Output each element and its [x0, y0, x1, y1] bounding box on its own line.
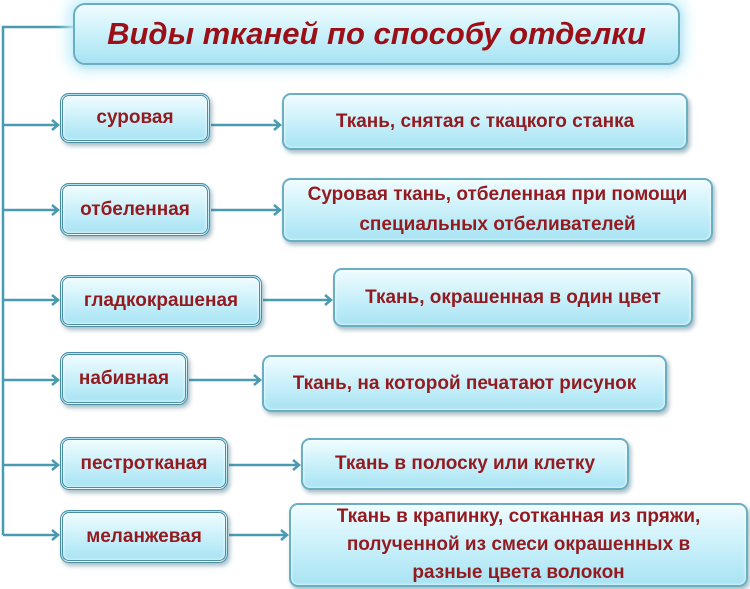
type-box-gladkokrashenaya: гладкокрашеная	[60, 275, 262, 327]
type-box-nabivnaya: набивная	[60, 352, 188, 405]
type-box-melanzhevaya: меланжевая	[60, 510, 228, 563]
description-box-surovaya: Ткань, снятая с ткацкого станка	[282, 93, 688, 150]
description-box-gladkokrashenaya: Ткань, окрашенная в один цвет	[333, 268, 693, 327]
description-box-melanzhevaya: Ткань в крапинку, сотканная из пряжи, по…	[289, 503, 748, 587]
diagram-title: Виды тканей по способу отделки	[73, 3, 680, 65]
type-box-surovaya: суровая	[60, 93, 210, 143]
type-box-otbelennaya: отбеленная	[60, 183, 210, 236]
description-box-otbelennaya: Суровая ткань, отбеленная при помощи спе…	[282, 178, 713, 242]
description-box-pestrotkanaya: Ткань в полоску или клетку	[301, 438, 629, 490]
type-box-pestrotkanaya: пестротканая	[60, 437, 228, 490]
description-box-nabivnaya: Ткань, на которой печатают рисунок	[262, 355, 667, 412]
